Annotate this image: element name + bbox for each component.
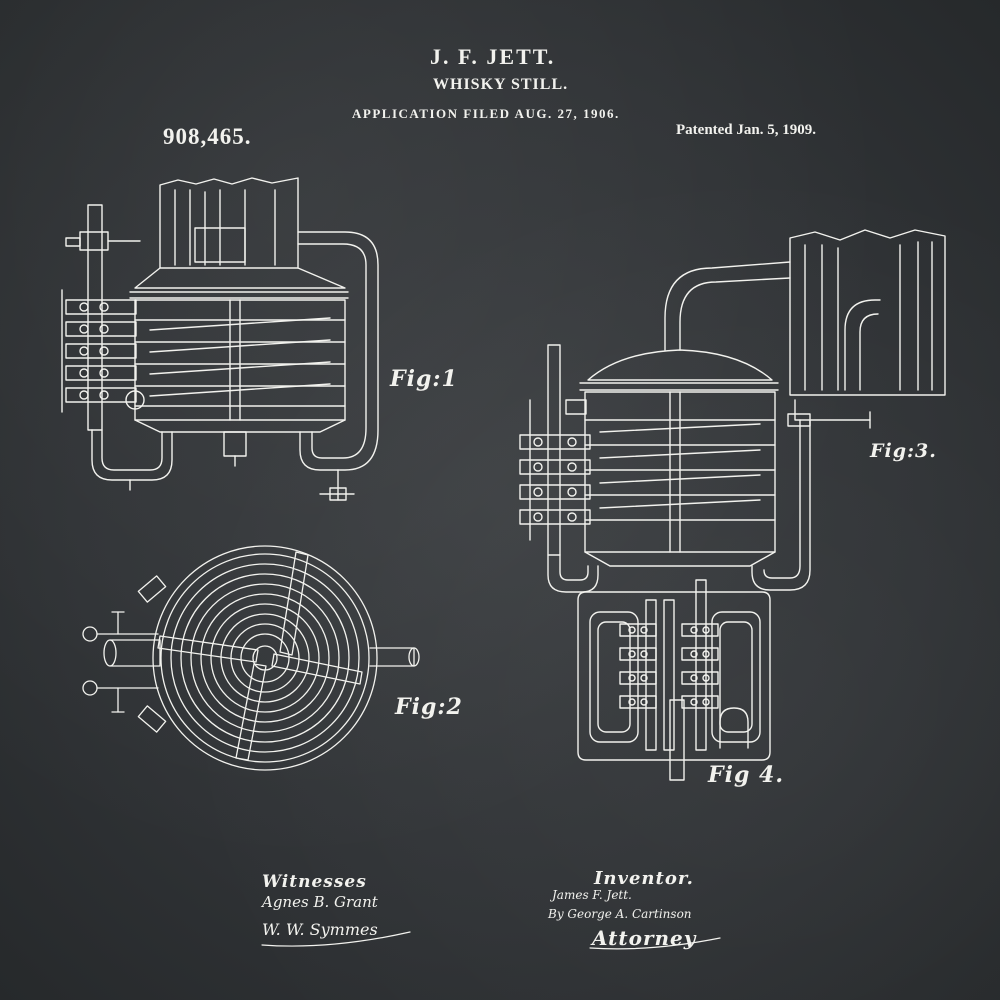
application-filed: APPLICATION FILED AUG. 27, 1906.	[352, 106, 620, 121]
invention-title: WHISKY STILL.	[433, 76, 569, 93]
fig1-drawing	[62, 178, 378, 500]
fig4-label: Fig 4.	[708, 762, 784, 788]
patented-date: Patented Jan. 5, 1909.	[676, 122, 816, 138]
fig3-label: Fig:3.	[870, 440, 937, 462]
inventor-heading: Inventor.	[594, 868, 694, 889]
fig2-drawing	[83, 546, 419, 770]
inventor-signature: James F. Jett.	[552, 888, 632, 902]
fig2-label: Fig:2	[395, 694, 463, 720]
signature-flourishes	[262, 932, 720, 949]
witness-1-signature: Agnes B. Grant	[262, 893, 378, 911]
fig1-label: Fig:1	[390, 366, 458, 392]
inventor-name: J. F. JETT.	[430, 44, 556, 69]
fig4-drawing	[578, 580, 770, 780]
fig3-drawing	[520, 230, 945, 592]
witnesses-heading: Witnesses	[262, 872, 367, 892]
witness-2-signature: W. W. Symmes	[262, 920, 378, 939]
attorney-heading: Attorney	[592, 926, 697, 950]
attorney-by: By George A. Cartinson	[548, 907, 692, 921]
patent-number: 908,465.	[163, 124, 252, 149]
